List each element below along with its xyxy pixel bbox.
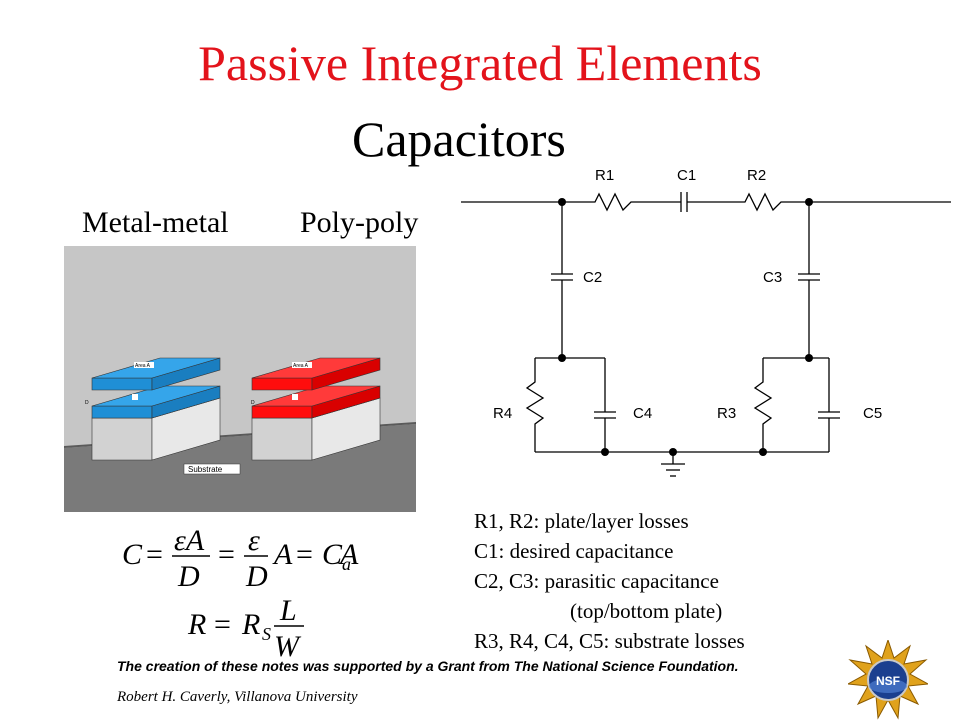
svg-text:D: D: [245, 560, 268, 590]
poly-poly-label: Poly-poly: [300, 206, 419, 239]
capacitor-structure-figure: Area A D Area A D Substrate: [64, 246, 416, 512]
svg-text:εA: εA: [174, 524, 205, 557]
svg-text:R: R: [241, 608, 260, 641]
label-r1: R1: [595, 167, 614, 184]
svg-text:=: =: [214, 608, 231, 641]
note-c1: C1: desired capacitance: [474, 539, 674, 563]
svg-text:=: =: [218, 538, 235, 571]
label-r2: R2: [747, 167, 766, 184]
svg-text:L: L: [279, 594, 297, 627]
r3-resistor: [753, 358, 773, 452]
label-r4: R4: [493, 405, 512, 422]
svg-text:A: A: [338, 538, 359, 571]
slide-subtitle: Capacitors: [352, 111, 566, 167]
circuit-nodes: [558, 198, 813, 456]
equivalent-circuit: R1 C1 R2 C2 C3 R4 C4 R3 C5: [461, 167, 951, 477]
svg-text:S: S: [262, 624, 271, 644]
svg-text:W: W: [274, 630, 302, 660]
svg-text:a: a: [342, 554, 351, 574]
note-r1-r2: R1, R2: plate/layer losses: [474, 509, 689, 533]
r4-resistor: [525, 358, 545, 452]
slide-title: Passive Integrated Elements: [198, 35, 762, 91]
svg-text:=: =: [296, 538, 313, 571]
circuit-notes: R1, R2: plate/layer losses C1: desired c…: [474, 506, 745, 656]
metal-metal-capacitor: Area A D: [85, 357, 221, 461]
svg-text:D: D: [177, 560, 200, 590]
svg-text:ε: ε: [248, 524, 260, 557]
label-r3: R3: [717, 405, 736, 422]
capacitance-equation: C = εA D = ε D A = C a: [122, 524, 351, 590]
svg-text:C: C: [122, 538, 143, 571]
label-c2: C2: [583, 269, 602, 286]
r1-resistor: [585, 192, 640, 212]
metal-area-label: Area A: [135, 363, 151, 369]
poly-poly-capacitor: Area A D: [251, 357, 381, 461]
resistance-equation: R = R S L W: [187, 594, 304, 660]
svg-text:R: R: [187, 608, 206, 641]
metal-d-label: D: [85, 400, 89, 406]
svg-text:C: C: [322, 538, 343, 571]
metal-metal-label: Metal-metal: [82, 206, 229, 239]
note-substrate: R3, R4, C4, C5: substrate losses: [474, 629, 745, 653]
nsf-logo-text: NSF: [876, 674, 900, 688]
svg-text:A: A: [272, 538, 293, 571]
label-c4: C4: [633, 405, 652, 422]
substrate-label: Substrate: [188, 465, 223, 474]
r2-resistor: [737, 192, 787, 212]
author-credit: Robert H. Caverly, Villanova University: [117, 689, 358, 705]
note-c2-c3: C2, C3: parasitic capacitance: [474, 569, 719, 593]
poly-d-label: D: [251, 400, 255, 406]
poly-area-label: Area A: [293, 363, 309, 369]
label-c5: C5: [863, 405, 882, 422]
label-c3: C3: [763, 269, 782, 286]
note-c2-c3-detail: (top/bottom plate): [570, 599, 723, 623]
label-c1: C1: [677, 167, 696, 184]
funding-credit: The creation of these notes was supporte…: [117, 658, 739, 674]
svg-text:=: =: [146, 538, 163, 571]
nsf-logo: NSF: [848, 640, 928, 720]
